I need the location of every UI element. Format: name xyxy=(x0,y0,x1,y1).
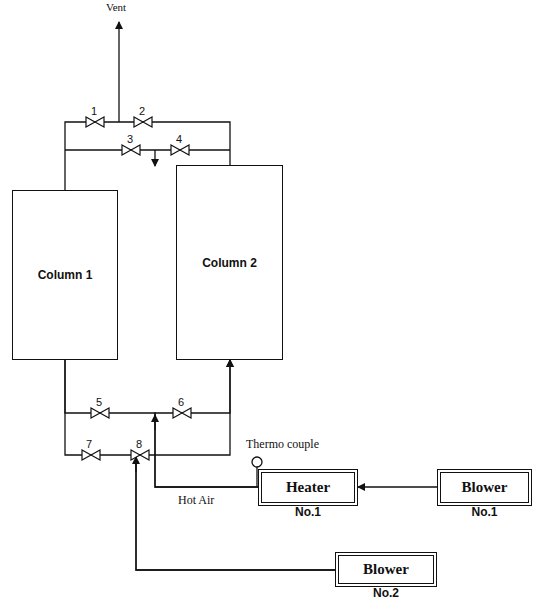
valve-symbol xyxy=(122,145,140,155)
valve-symbol xyxy=(134,117,152,127)
callout-number: 2 xyxy=(139,106,145,117)
valve-symbol xyxy=(82,450,100,460)
unit-number: No.2 xyxy=(339,586,433,600)
callout-number: 8 xyxy=(136,439,142,450)
valve-symbol xyxy=(131,450,149,460)
pipe-connector xyxy=(65,360,258,487)
thermocouple-symbol xyxy=(252,457,262,467)
air-inlet-arrow xyxy=(135,457,136,472)
callout-number: 1 xyxy=(91,106,97,117)
hot-air-inlet-arrow xyxy=(154,415,155,430)
callout-number: 5 xyxy=(96,397,102,408)
node-label: Blower xyxy=(363,561,409,578)
valve-symbol xyxy=(171,145,189,155)
callout-number: 3 xyxy=(127,134,133,145)
vent-pipe xyxy=(118,22,119,122)
pipe-connector xyxy=(136,360,335,570)
bypass-pipe xyxy=(65,149,230,150)
node-label: Blower xyxy=(462,479,508,496)
callout-number: 7 xyxy=(86,439,92,450)
unit-number: No.1 xyxy=(441,505,528,519)
node-label: Column 2 xyxy=(202,256,257,270)
node-label: Column 1 xyxy=(38,268,93,282)
pipe-connector xyxy=(155,360,258,487)
pipe-connector xyxy=(65,360,335,570)
pipe-connector xyxy=(358,486,437,487)
node-label: Heater xyxy=(286,479,330,496)
pipe-label: Vent xyxy=(106,2,126,13)
column-box: Column 2 xyxy=(176,165,283,360)
unit-number: No.1 xyxy=(262,505,354,519)
callout-number: 4 xyxy=(176,134,182,145)
pipe-label: Hot Air xyxy=(178,494,214,506)
pipe-label: Thermo couple xyxy=(246,438,319,450)
equipment-box: HeaterNo.1 xyxy=(258,469,358,506)
valve-symbol xyxy=(173,408,191,418)
callout-number: 6 xyxy=(178,397,184,408)
drain-pipe xyxy=(154,150,155,166)
column-box: Column 1 xyxy=(12,190,118,360)
equipment-box: BlowerNo.1 xyxy=(437,469,532,506)
equipment-box: BlowerNo.2 xyxy=(335,552,437,587)
valve-symbol xyxy=(86,117,104,127)
valve-symbol xyxy=(91,408,109,418)
